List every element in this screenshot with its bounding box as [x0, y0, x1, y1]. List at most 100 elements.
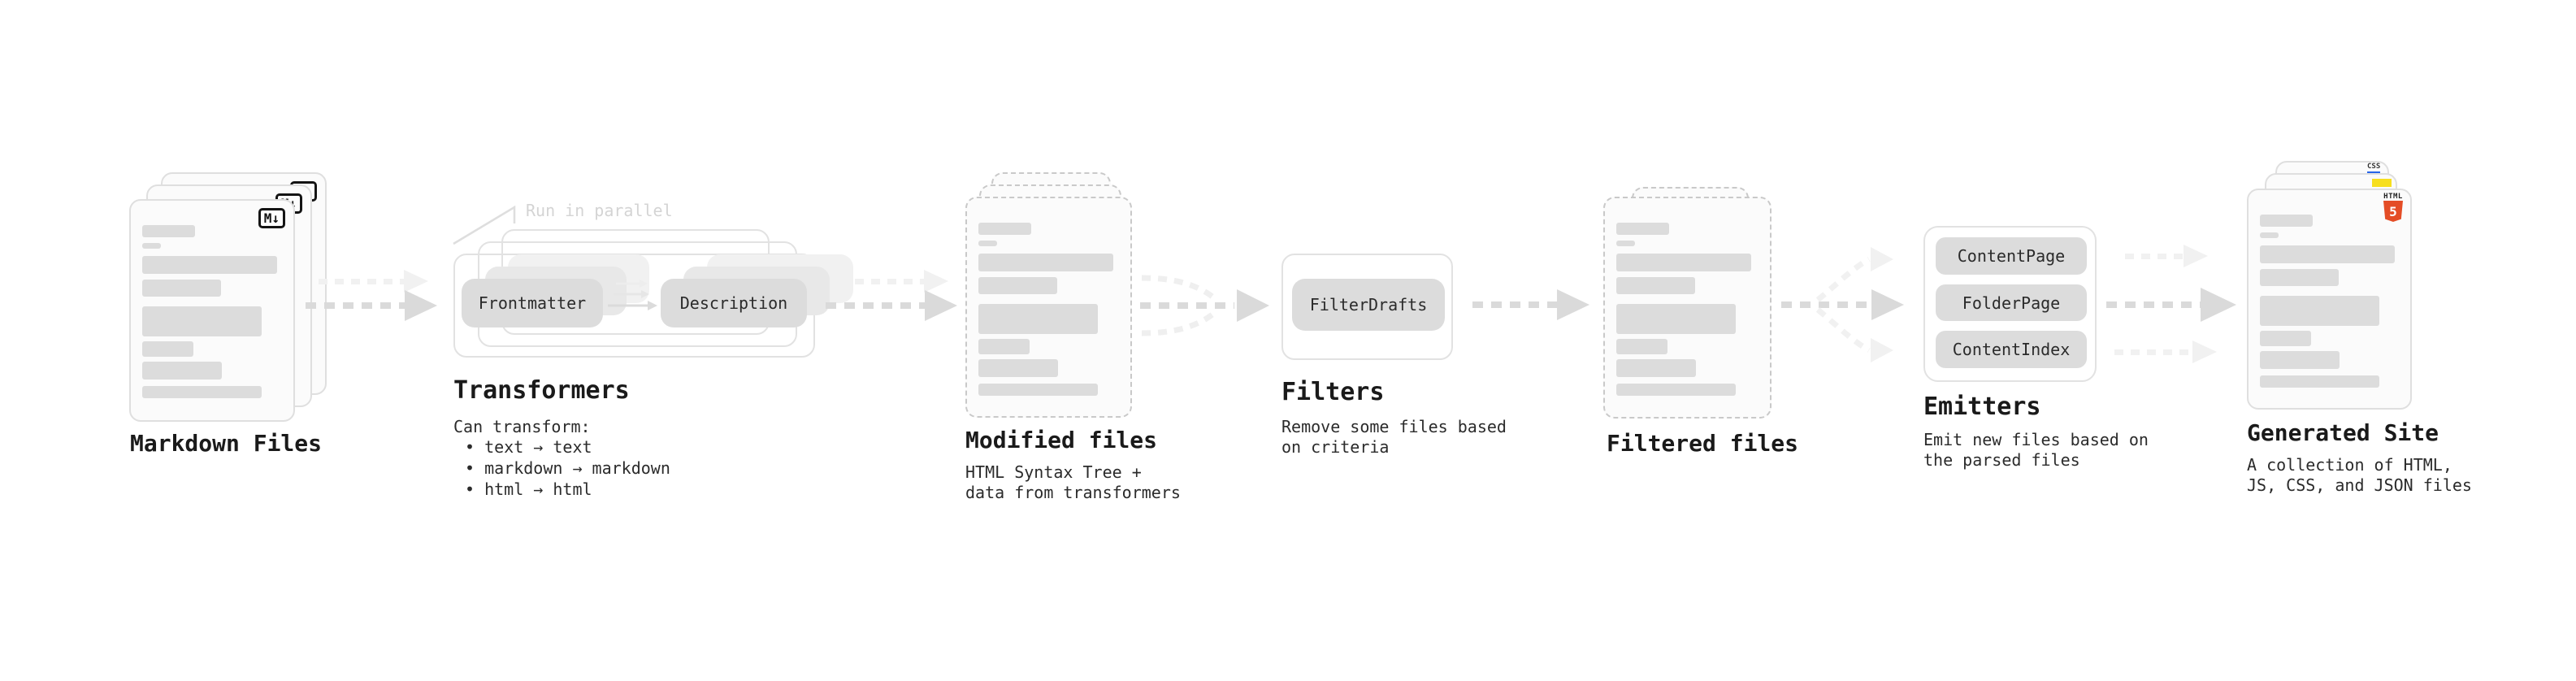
description-pill: Description: [661, 279, 807, 327]
arrow-head: [2184, 245, 2208, 267]
filterdrafts-pill: FilterDrafts: [1292, 279, 1445, 331]
skeleton-line: [142, 362, 222, 380]
filtered-files-label: Filtered files: [1607, 430, 1799, 457]
html5-icon-word: HTML: [2383, 193, 2403, 201]
skeleton-line: [978, 359, 1058, 377]
skeleton-line: [978, 339, 1030, 354]
html-file-card: [2247, 189, 2412, 410]
arrow-shaft: [319, 278, 404, 284]
skeleton-line: [1616, 359, 1696, 377]
flow-arrow-echo: [839, 270, 948, 293]
skeleton-line: [1616, 304, 1736, 334]
stage-modified-files: Modified files HTML Syntax Tree + data f…: [963, 158, 1190, 540]
flow-arrow-emitter-middle: [2106, 288, 2236, 322]
transformers-label: Transformers: [453, 376, 630, 405]
arrow-shaft: [2114, 349, 2192, 355]
arrow-head: [925, 290, 957, 321]
skeleton-line: [978, 254, 1113, 271]
arrow-head: [2192, 340, 2217, 363]
filters-desc: on criteria: [1281, 437, 1390, 457]
skeleton-line: [2260, 351, 2340, 369]
transformers-bullet: html → html: [465, 479, 592, 499]
skeleton-line: [1616, 339, 1667, 354]
frontmatter-pill: Frontmatter: [462, 279, 603, 327]
skeleton-line: [142, 256, 277, 274]
stage-transformers: Run in parallel Frontmatter Description …: [439, 195, 853, 504]
skeleton-line: [978, 384, 1098, 396]
stage-emitters: ContentPage FolderPage ContentIndex Emit…: [1922, 223, 2149, 500]
js-icon: [2372, 179, 2392, 187]
arrow-head: [2201, 288, 2236, 322]
contentindex-pill: ContentIndex: [1936, 331, 2087, 368]
skeleton-line: [978, 223, 1031, 235]
markdown-icon: M↓: [258, 208, 285, 228]
arrow-shaft: [306, 302, 405, 309]
skeleton-line: [142, 386, 262, 398]
skeleton-line: [978, 304, 1098, 334]
skeleton-line: [2260, 269, 2339, 286]
folderpage-pill: FolderPage: [1936, 284, 2087, 321]
skeleton-line: [142, 225, 195, 237]
skeleton-line: [142, 280, 221, 297]
transformers-desc-title: Can transform:: [453, 417, 591, 436]
skeleton-line: [1616, 384, 1736, 396]
generated-site-desc: A collection of HTML,: [2247, 455, 2452, 475]
skeleton-line: [2260, 215, 2313, 227]
arrow-head: [924, 270, 948, 293]
stage-markdown-files: M↓ M↓ M↓ Markdown Files: [126, 158, 353, 540]
flow-arrow-merge-modified-to-filters: [1140, 275, 1269, 336]
flow-arrow-filters-to-filtered: [1472, 289, 1589, 320]
markdown-file-card-front: M↓: [129, 199, 295, 422]
skeleton-line: [978, 241, 997, 246]
arrow-head: [1557, 289, 1589, 320]
skeleton-line: [2260, 296, 2379, 326]
generated-site-label: Generated Site: [2247, 419, 2439, 446]
modified-files-desc: HTML Syntax Tree +: [965, 462, 1142, 482]
skeleton-line: [2260, 331, 2311, 346]
flow-arrow-emitter-top: [2125, 245, 2208, 267]
filters-label: Filters: [1281, 378, 1385, 406]
modified-files-desc: data from transformers: [965, 483, 1181, 502]
flow-arrow-echo: [319, 270, 428, 293]
skeleton-line: [1616, 254, 1751, 271]
modified-file-card-front: [965, 197, 1132, 418]
skeleton-line: [1616, 223, 1669, 235]
emitters-desc: Emit new files based on: [1923, 430, 2149, 449]
parallel-arrows-icon: [608, 280, 657, 310]
generated-site-desc: JS, CSS, and JSON files: [2247, 475, 2472, 495]
arrow-head: [404, 270, 428, 293]
stage-filtered-files: Filtered files: [1601, 158, 1828, 540]
skeleton-line: [2260, 375, 2379, 388]
stage-filters: FilterDrafts Filters Remove some files b…: [1280, 252, 1507, 504]
flow-arrow-markdown-to-transformers: [306, 290, 437, 321]
html5-icon-shield: 5: [2383, 201, 2403, 222]
skeleton-line: [142, 306, 262, 336]
markdown-files-label: Markdown Files: [130, 430, 323, 457]
arrow-shaft: [826, 302, 925, 309]
skeleton-line: [142, 243, 161, 249]
emitters-label: Emitters: [1923, 393, 2041, 421]
flow-arrow-transformers-to-modified: [826, 290, 957, 321]
skeleton-line: [142, 341, 193, 357]
skeleton-line: [1616, 241, 1635, 246]
skeleton-line: [978, 277, 1057, 294]
arrow-shaft: [839, 278, 924, 284]
html5-icon: HTML 5: [2383, 193, 2403, 222]
arrow-shaft: [2106, 301, 2201, 308]
emitters-desc: the parsed files: [1923, 450, 2080, 470]
transformers-bullet: markdown → markdown: [465, 458, 670, 478]
arrow-shaft: [2125, 253, 2184, 259]
filtered-file-card-front: [1603, 197, 1772, 419]
skeleton-line: [2260, 232, 2279, 238]
annotation-leader-line: [453, 205, 516, 245]
skeleton-line: [2260, 245, 2395, 263]
arrow-shaft: [1472, 301, 1557, 308]
arrow-head: [405, 290, 437, 321]
stage-generated-site: CSS HTML 5 Generated Site A collection o…: [2243, 150, 2511, 532]
filters-desc: Remove some files based: [1281, 417, 1507, 436]
run-in-parallel-annotation: Run in parallel: [526, 201, 673, 220]
modified-files-label: Modified files: [965, 427, 1158, 453]
flow-arrow-fanout-filtered-to-emitters: [1781, 247, 1904, 362]
flow-arrow-emitter-bottom: [2114, 340, 2217, 363]
